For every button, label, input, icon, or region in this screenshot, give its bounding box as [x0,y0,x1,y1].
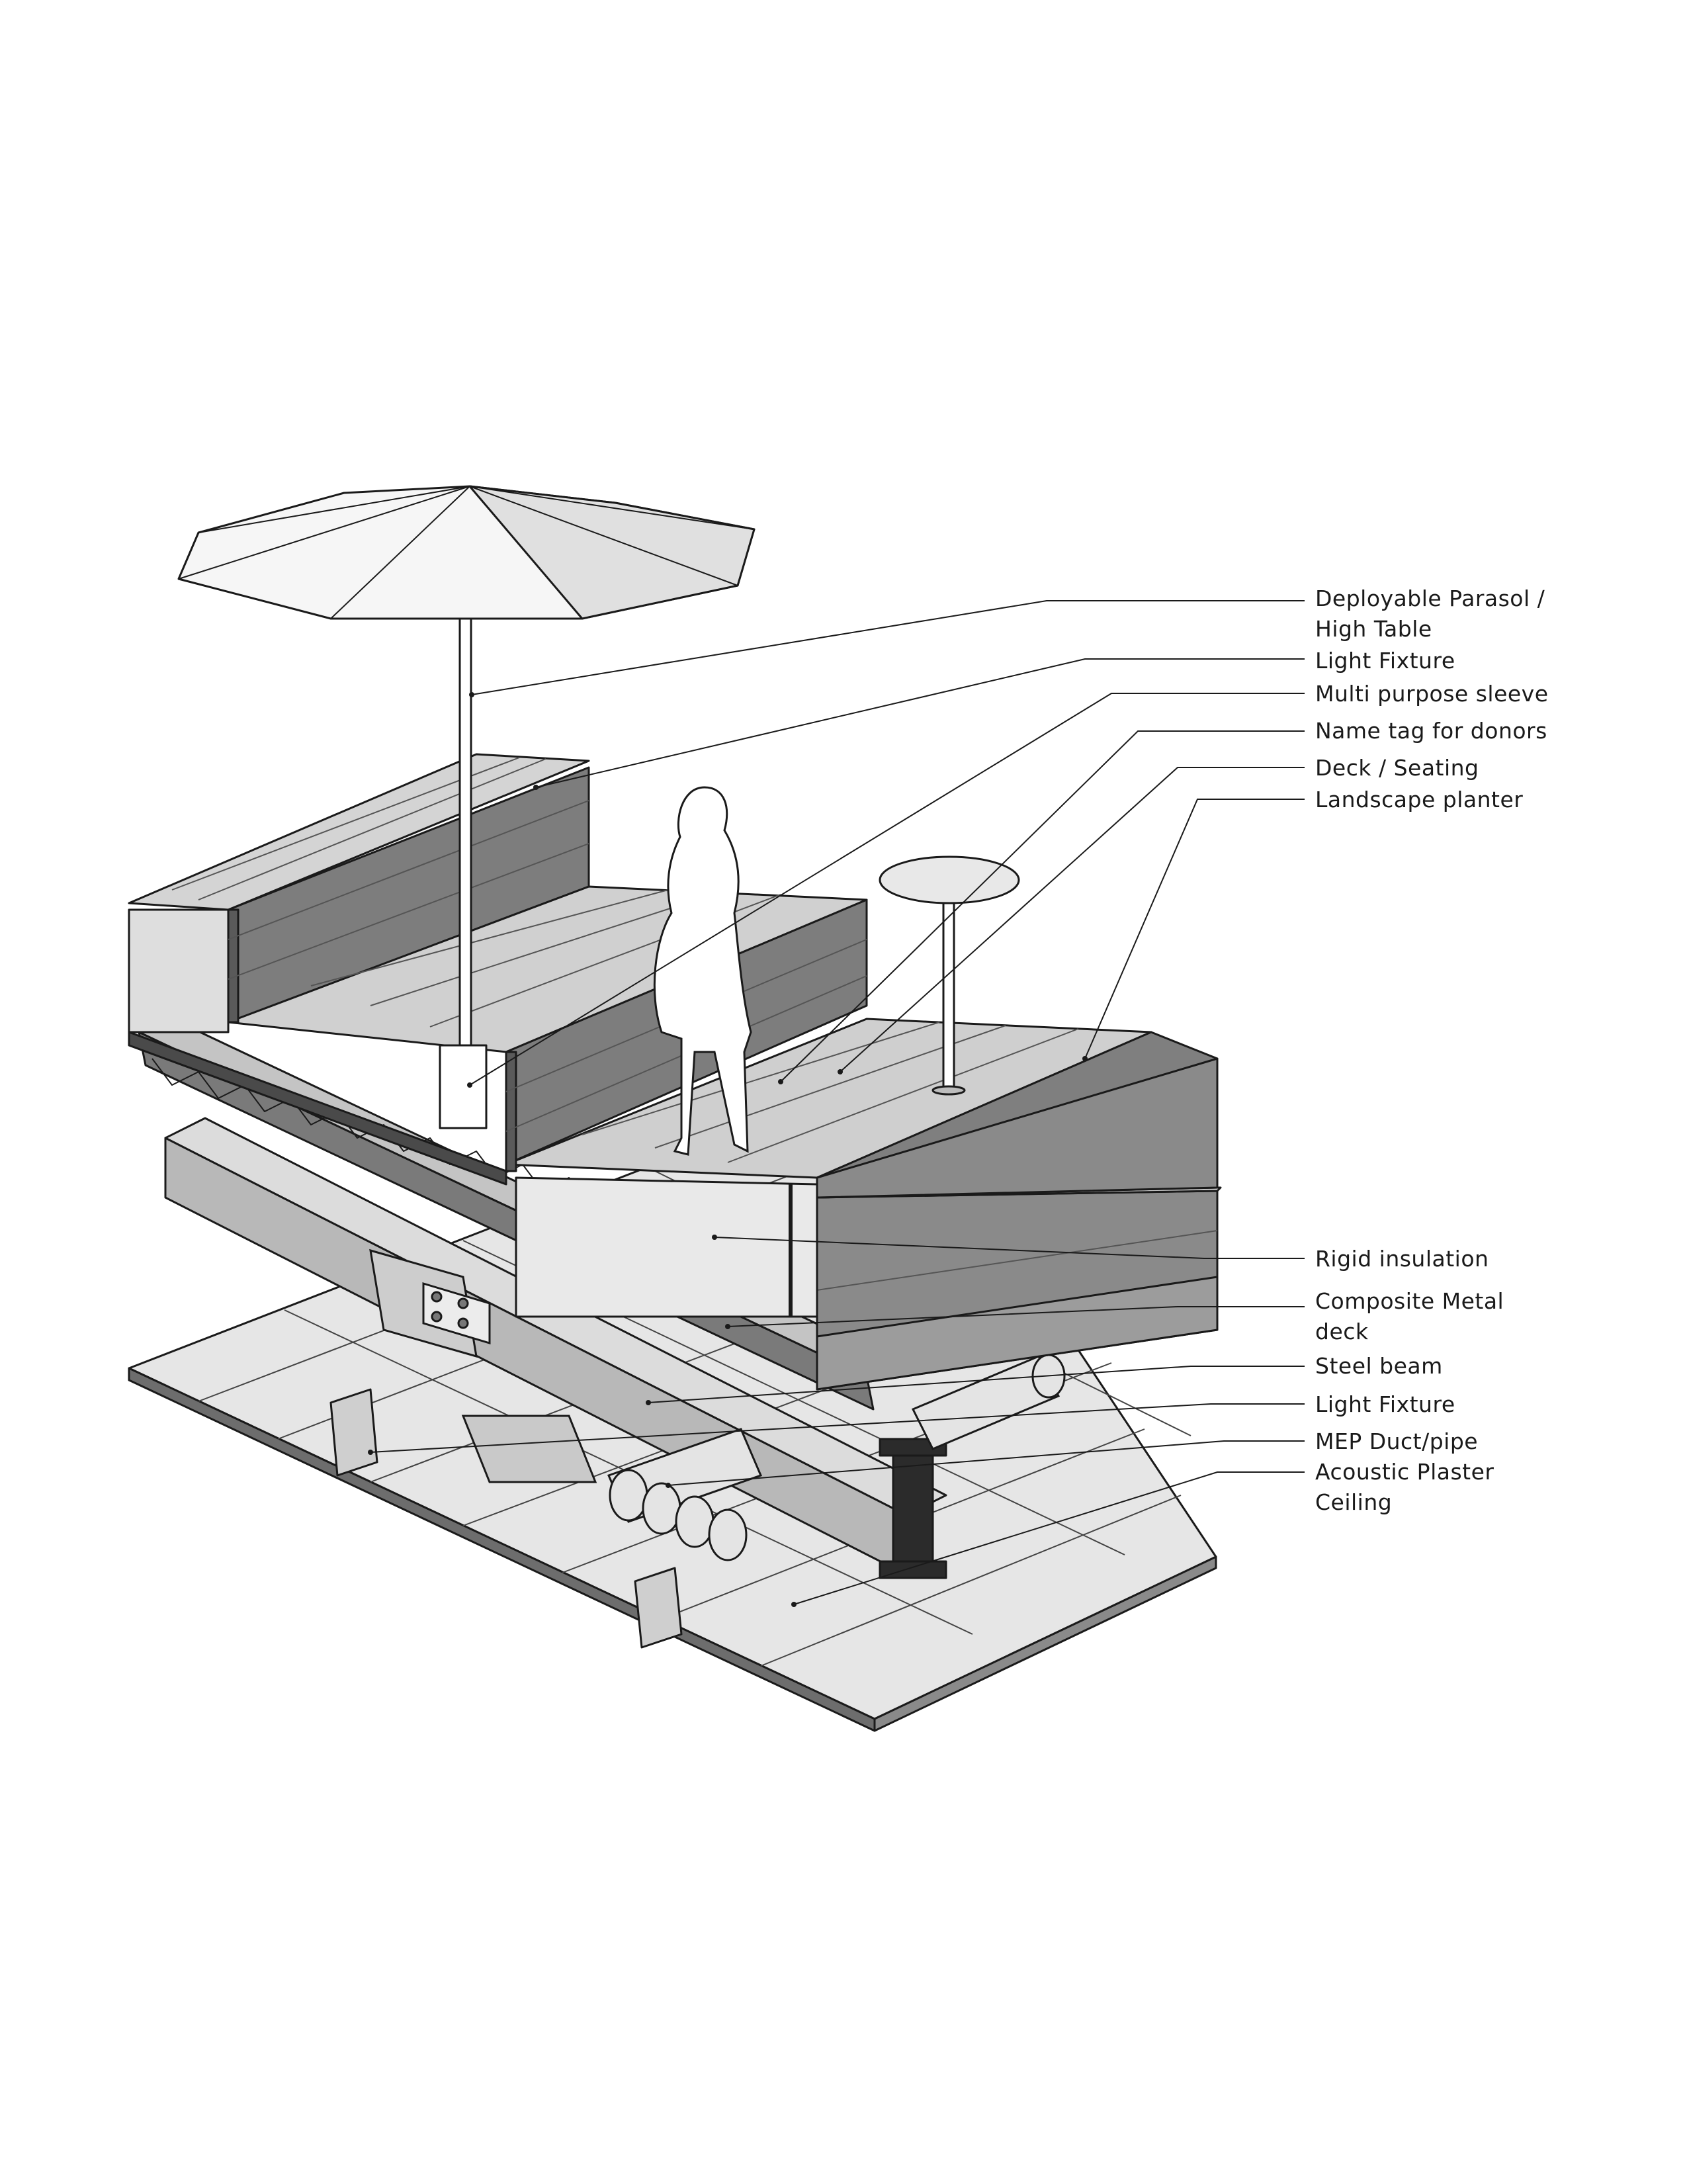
label-deployable-parasol: Deployable Parasol / High Table [1315,584,1659,644]
parasol [177,485,756,1129]
person-silhouette [653,786,752,1156]
label-light-fixture-bottom: Light Fixture [1315,1391,1455,1417]
rigid-insulation-slab [816,1186,1222,1391]
steel-connection [369,1248,491,1358]
high-table [879,855,1020,1096]
mep-duct-pipes [461,1354,1066,1561]
leader-lines [370,600,1305,1605]
label-deck-seating: Deck / Seating [1315,755,1479,781]
label-composite-metal-deck-line2: deck [1315,1319,1369,1344]
label-deployable-parasol-line1: Deployable Parasol / [1315,586,1545,611]
label-acoustic-ceiling: Acoustic Plaster Ceiling [1315,1457,1659,1518]
label-landscape-planter: Landscape planter [1315,787,1524,812]
label-light-fixture-top: Light Fixture [1315,648,1455,674]
label-acoustic-ceiling-line1: Acoustic Plaster [1315,1459,1494,1485]
label-name-tag: Name tag for donors [1315,718,1547,744]
deck-platform [128,753,1219,1318]
label-mep-duct: MEP Duct/pipe [1315,1428,1479,1454]
label-multi-purpose-sleeve: Multi purpose sleeve [1315,681,1549,707]
label-acoustic-ceiling-line2: Ceiling [1315,1489,1393,1515]
label-deployable-parasol-line2: High Table [1315,616,1432,642]
label-composite-metal-deck: Composite Metal deck [1315,1286,1659,1347]
label-steel-beam: Steel beam [1315,1353,1443,1379]
label-composite-metal-deck-line1: Composite Metal [1315,1288,1504,1314]
leader-dots [368,692,1088,1607]
label-rigid-insulation: Rigid insulation [1315,1246,1489,1272]
